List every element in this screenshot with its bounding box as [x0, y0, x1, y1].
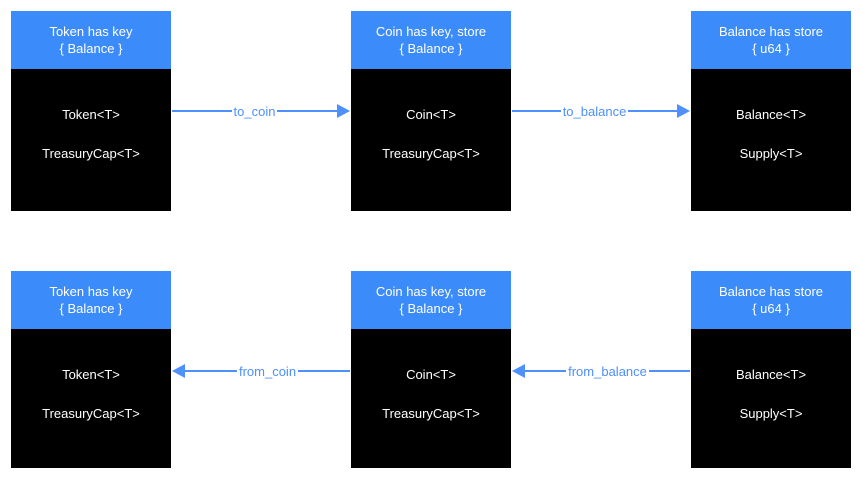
node-balance-bottom-body-line1: Balance<T>	[735, 367, 807, 382]
node-balance-bottom-header-line2: { u64 }	[752, 300, 790, 316]
node-balance-top-body-line1: Balance<T>	[735, 107, 807, 122]
node-token-top-header-line1: Token has key	[49, 23, 133, 39]
node-balance-bottom[interactable]: Balance has store { u64 } Balance<T> Sup…	[691, 271, 851, 468]
node-token-bottom-header: Token has key { Balance }	[11, 271, 171, 329]
node-balance-bottom-header: Balance has store { u64 }	[691, 271, 851, 329]
node-balance-top-header-line2: { u64 }	[752, 40, 790, 56]
edge-from-balance-line-left	[525, 370, 567, 372]
node-token-top[interactable]: Token has key { Balance } Token<T> Treas…	[11, 11, 171, 211]
node-coin-top[interactable]: Coin has key, store { Balance } Coin<T> …	[351, 11, 511, 211]
node-balance-top[interactable]: Balance has store { u64 } Balance<T> Sup…	[691, 11, 851, 211]
edge-to-balance-line-right	[628, 110, 677, 112]
node-coin-top-header-line1: Coin has key, store	[375, 23, 487, 39]
arrow-left-icon	[512, 364, 525, 378]
edge-from-balance-label: from_balance	[566, 363, 649, 379]
node-coin-top-body-line2: TreasuryCap<T>	[382, 146, 480, 161]
node-token-top-header-line2: { Balance }	[59, 40, 123, 56]
node-balance-top-body-line2: Supply<T>	[739, 146, 803, 161]
node-token-bottom-body: Token<T> TreasuryCap<T>	[11, 329, 171, 468]
arrow-right-icon	[677, 104, 690, 118]
arrow-left-icon	[172, 364, 185, 378]
edge-to-coin-line-left	[172, 110, 232, 112]
edge-to-balance: to_balance	[512, 100, 690, 122]
arrow-right-icon	[337, 104, 351, 118]
node-token-bottom-header-line1: Token has key	[49, 283, 133, 299]
edge-to-coin: to_coin	[172, 100, 351, 122]
node-token-top-body-line2: TreasuryCap<T>	[42, 146, 140, 161]
node-coin-top-body-line1: Coin<T>	[406, 107, 456, 122]
node-token-bottom[interactable]: Token has key { Balance } Token<T> Treas…	[11, 271, 171, 468]
edge-from-coin-line-left	[185, 370, 237, 372]
node-coin-bottom-header-line1: Coin has key, store	[375, 283, 487, 299]
node-coin-bottom-header: Coin has key, store { Balance }	[351, 271, 511, 329]
edge-to-coin-label: to_coin	[231, 103, 278, 119]
edge-from-coin-line-right	[298, 370, 351, 372]
node-balance-bottom-header-line1: Balance has store	[718, 283, 824, 299]
node-coin-bottom-body-line1: Coin<T>	[406, 367, 456, 382]
edge-from-coin: from_coin	[172, 360, 351, 382]
node-token-bottom-body-line1: Token<T>	[62, 367, 120, 382]
edge-to-balance-label: to_balance	[560, 103, 629, 119]
node-token-bottom-body-line2: TreasuryCap<T>	[42, 406, 140, 421]
node-balance-top-body: Balance<T> Supply<T>	[691, 69, 851, 211]
node-balance-bottom-body: Balance<T> Supply<T>	[691, 329, 851, 468]
node-token-top-header: Token has key { Balance }	[11, 11, 171, 69]
node-balance-bottom-body-line2: Supply<T>	[739, 406, 803, 421]
edge-to-coin-line-right	[277, 110, 338, 112]
node-coin-top-header-line2: { Balance }	[399, 40, 463, 56]
edge-to-balance-line-left	[512, 110, 561, 112]
node-token-bottom-header-line2: { Balance }	[59, 300, 123, 316]
edge-from-balance: from_balance	[512, 360, 690, 382]
node-balance-top-header: Balance has store { u64 }	[691, 11, 851, 69]
node-coin-bottom-header-line2: { Balance }	[399, 300, 463, 316]
node-balance-top-header-line1: Balance has store	[718, 23, 824, 39]
edge-from-balance-line-right	[648, 370, 690, 372]
edge-from-coin-label: from_coin	[236, 363, 299, 379]
node-coin-bottom-body-line2: TreasuryCap<T>	[382, 406, 480, 421]
node-coin-top-body: Coin<T> TreasuryCap<T>	[351, 69, 511, 211]
node-coin-top-header: Coin has key, store { Balance }	[351, 11, 511, 69]
node-coin-bottom-body: Coin<T> TreasuryCap<T>	[351, 329, 511, 468]
node-token-top-body-line1: Token<T>	[62, 107, 120, 122]
node-token-top-body: Token<T> TreasuryCap<T>	[11, 69, 171, 211]
node-coin-bottom[interactable]: Coin has key, store { Balance } Coin<T> …	[351, 271, 511, 468]
